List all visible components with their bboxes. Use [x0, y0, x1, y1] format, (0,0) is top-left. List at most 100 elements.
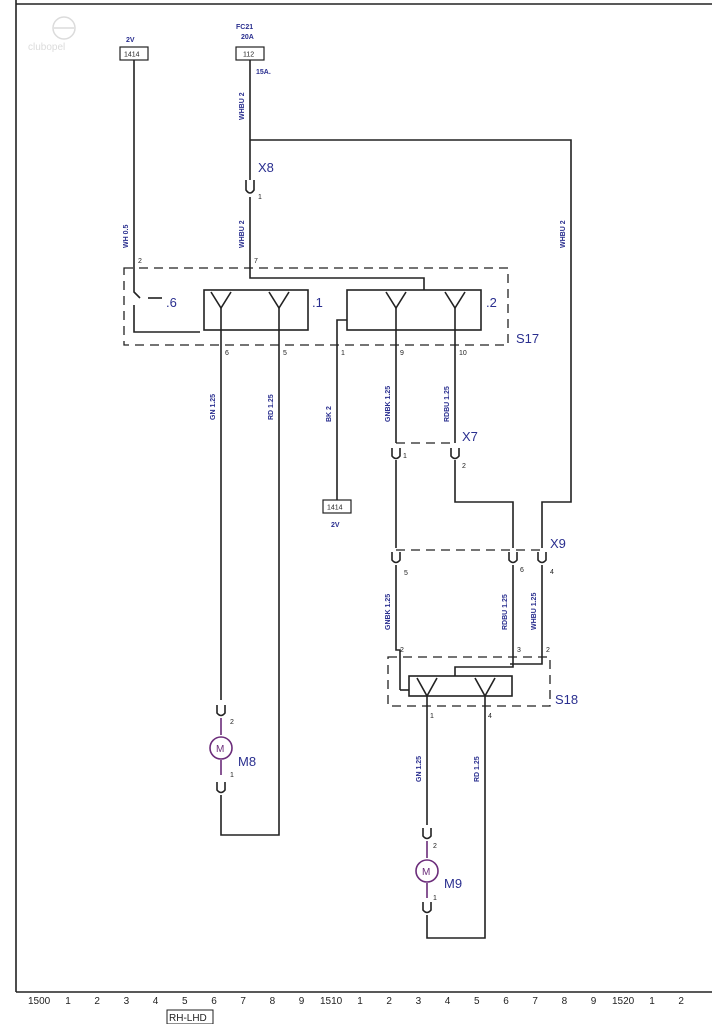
- column-tick: 5: [474, 996, 480, 1007]
- connector-x9-pin-5: 5: [404, 570, 408, 577]
- motor-m8-label: M8: [238, 754, 256, 769]
- connector-x9-pin-4: 4: [550, 569, 554, 576]
- s17-pin-9: 9: [400, 350, 404, 357]
- contact-2-label: .2: [486, 295, 497, 310]
- connector-x8: X8 1: [245, 160, 274, 201]
- switch-s17: S17 .6 .1 .2 2 7 6 5 1 9 10: [123, 258, 539, 357]
- connector-x8-label: X8: [258, 160, 274, 175]
- connector-x9: X9 5 6 4: [391, 536, 566, 577]
- motor-m9: M M9 2 1: [415, 828, 462, 914]
- fuse-rating: 20A: [241, 34, 254, 41]
- watermark-logo: clubopel: [28, 16, 76, 53]
- fuse-note: 15A.: [256, 69, 271, 76]
- column-tick: 1510: [320, 996, 343, 1007]
- ground-ref-box: [322, 499, 352, 514]
- switch-s18: S18 2 3 2 1 4: [387, 647, 578, 720]
- connector-x8-pin: 1: [258, 194, 262, 201]
- s18-pin-4: 4: [488, 713, 492, 720]
- wire-label-x8-s17: WHBU 2: [239, 220, 246, 248]
- s17-pin-5: 5: [283, 350, 287, 357]
- s18-pin-3: 3: [517, 647, 521, 654]
- switch-s18-housing: [387, 656, 551, 707]
- column-tick: 4: [153, 996, 159, 1007]
- contact-2-frame: [346, 289, 482, 331]
- motor-m8: M M8 2 1: [209, 705, 256, 794]
- connector-x7-pin-1: 1: [403, 453, 407, 460]
- wire-label-wh05: WH 0.5: [123, 225, 130, 248]
- connector-x7: X7 1 2: [391, 429, 478, 470]
- watermark-text: clubopel: [28, 42, 65, 53]
- wire-label-rdbu-upper: RDBU 1.25: [444, 386, 451, 422]
- ground-ref-name: 2V: [331, 522, 340, 529]
- column-tick: 2: [386, 996, 392, 1007]
- s18-pin-1: 1: [430, 713, 434, 720]
- contact-1-frame: [203, 289, 309, 331]
- s17-pin-1: 1: [341, 350, 345, 357]
- s17-pin-6: 6: [225, 350, 229, 357]
- fuse-name: FC21: [236, 24, 253, 31]
- column-tick: 4: [445, 996, 451, 1007]
- column-tick: 9: [299, 996, 305, 1007]
- motor-m9-symbol: M: [422, 867, 430, 878]
- wire-label-bk2: BK 2: [326, 406, 333, 422]
- connector-x9-pin-6: 6: [520, 567, 524, 574]
- wire-label-gn-m9: GN 1.25: [416, 756, 423, 782]
- column-tick: 6: [211, 996, 217, 1007]
- column-tick: 1500: [28, 996, 51, 1007]
- column-tick: 5: [182, 996, 188, 1007]
- connector-x7-pin-2: 2: [462, 463, 466, 470]
- column-tick: 1: [65, 996, 71, 1007]
- motor-m9-pin-2: 2: [433, 843, 437, 850]
- ref-2v-name: 2V: [126, 37, 135, 44]
- column-tick: 2: [678, 996, 684, 1007]
- s18-pin-2a: 2: [400, 647, 404, 654]
- column-tick: 1: [357, 996, 363, 1007]
- column-tick: 8: [270, 996, 276, 1007]
- fuse-box-label: 112: [243, 52, 254, 59]
- contact-s18-frame: [408, 675, 513, 697]
- wire-label-gnbk-upper: GNBK 1.25: [385, 386, 392, 422]
- variant-label: RH-LHD: [169, 1013, 207, 1024]
- s17-pin-2: 2: [138, 258, 142, 265]
- column-tick: 7: [240, 996, 246, 1007]
- wire-label-gnbk-lower: GNBK 1.25: [385, 594, 392, 630]
- wires: [133, 60, 572, 939]
- switch-s18-label: S18: [555, 692, 578, 707]
- column-tick: 2: [94, 996, 100, 1007]
- s17-pin-7: 7: [254, 258, 258, 265]
- column-tick: 3: [416, 996, 422, 1007]
- motor-m9-body: [415, 859, 439, 883]
- wire-label-fuse-out: WHBU 2: [239, 92, 246, 120]
- motor-m8-symbol: M: [216, 744, 224, 755]
- motor-m8-pin-1: 1: [230, 772, 234, 779]
- connector-x9-label: X9: [550, 536, 566, 551]
- wire-label-rd-m8: RD 1.25: [268, 394, 275, 420]
- wire-label-whbu-lower: WHBU 1.25: [531, 593, 538, 630]
- column-tick: 1520: [612, 996, 635, 1007]
- motor-m8-body: [209, 736, 233, 760]
- column-tick: 3: [124, 996, 130, 1007]
- wire-label-rd-m9: RD 1.25: [474, 756, 481, 782]
- column-tick: 7: [532, 996, 538, 1007]
- motor-m9-pin-1: 1: [433, 895, 437, 902]
- column-tick: 6: [503, 996, 509, 1007]
- wire-label-rdbu-lower: RDBU 1.25: [502, 594, 509, 630]
- column-tick: 8: [562, 996, 568, 1007]
- contact-1-label: .1: [312, 295, 323, 310]
- connector-x7-label: X7: [462, 429, 478, 444]
- column-tick: 9: [591, 996, 597, 1007]
- ref-2v-box-label: 1414: [124, 52, 140, 59]
- wire-label-gn-m8: GN 1.25: [210, 394, 217, 420]
- s17-pin-10: 10: [459, 350, 467, 357]
- switch-s17-label: S17: [516, 331, 539, 346]
- s18-pin-2b: 2: [546, 647, 550, 654]
- switch-s17-housing: [123, 267, 509, 346]
- ground-ref-box-label: 1414: [327, 505, 343, 512]
- column-tick: 1: [649, 996, 655, 1007]
- wire-label-x9-feed: WHBU 2: [560, 220, 567, 248]
- wire-labels: WHBU 2 WH 0.5 WHBU 2 WHBU 2 GN 1.25 RD 1…: [123, 92, 567, 782]
- column-ruler: 1500 1 2 3 4 5 6 7 8 9 1510 1 2 3 4 5 6 7 8 9 1520 1 2: [28, 996, 684, 1007]
- contact-6-label: .6: [166, 295, 177, 310]
- motor-m9-label: M9: [444, 876, 462, 891]
